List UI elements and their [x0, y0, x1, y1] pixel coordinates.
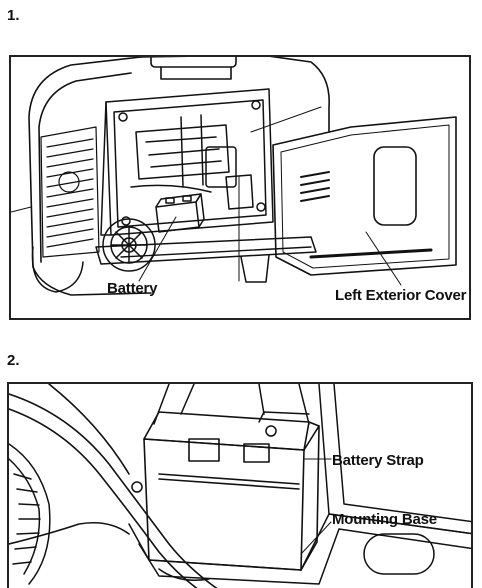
- step-2-number: 2.: [7, 352, 20, 369]
- battery-label: Battery: [107, 280, 158, 297]
- leader-lines: [300, 458, 332, 555]
- left-vent-grille: [40, 126, 100, 258]
- step-2-illustration: [7, 382, 473, 588]
- left-exterior-cover-shape: [272, 116, 457, 276]
- left-exterior-cover-label: Left Exterior Cover: [335, 287, 467, 304]
- mounting-base-label: Mounting Base: [332, 511, 437, 528]
- frame-arc: [9, 384, 218, 588]
- generator-housing: [28, 57, 330, 296]
- battery-compartment: [100, 88, 274, 236]
- leader-lines: [11, 106, 402, 286]
- battery-strap-label: Battery Strap: [332, 452, 424, 469]
- mounting-base-shape: [128, 481, 471, 585]
- step-1-number: 1.: [7, 7, 20, 24]
- rear-foot: [31, 246, 270, 293]
- wheel-partial: [9, 443, 51, 585]
- battery-shape: [155, 193, 205, 233]
- front-wheel: [102, 218, 156, 272]
- battery-strap-shape: [153, 384, 310, 437]
- right-frame: [318, 384, 471, 575]
- step-1-illustration: [9, 55, 471, 320]
